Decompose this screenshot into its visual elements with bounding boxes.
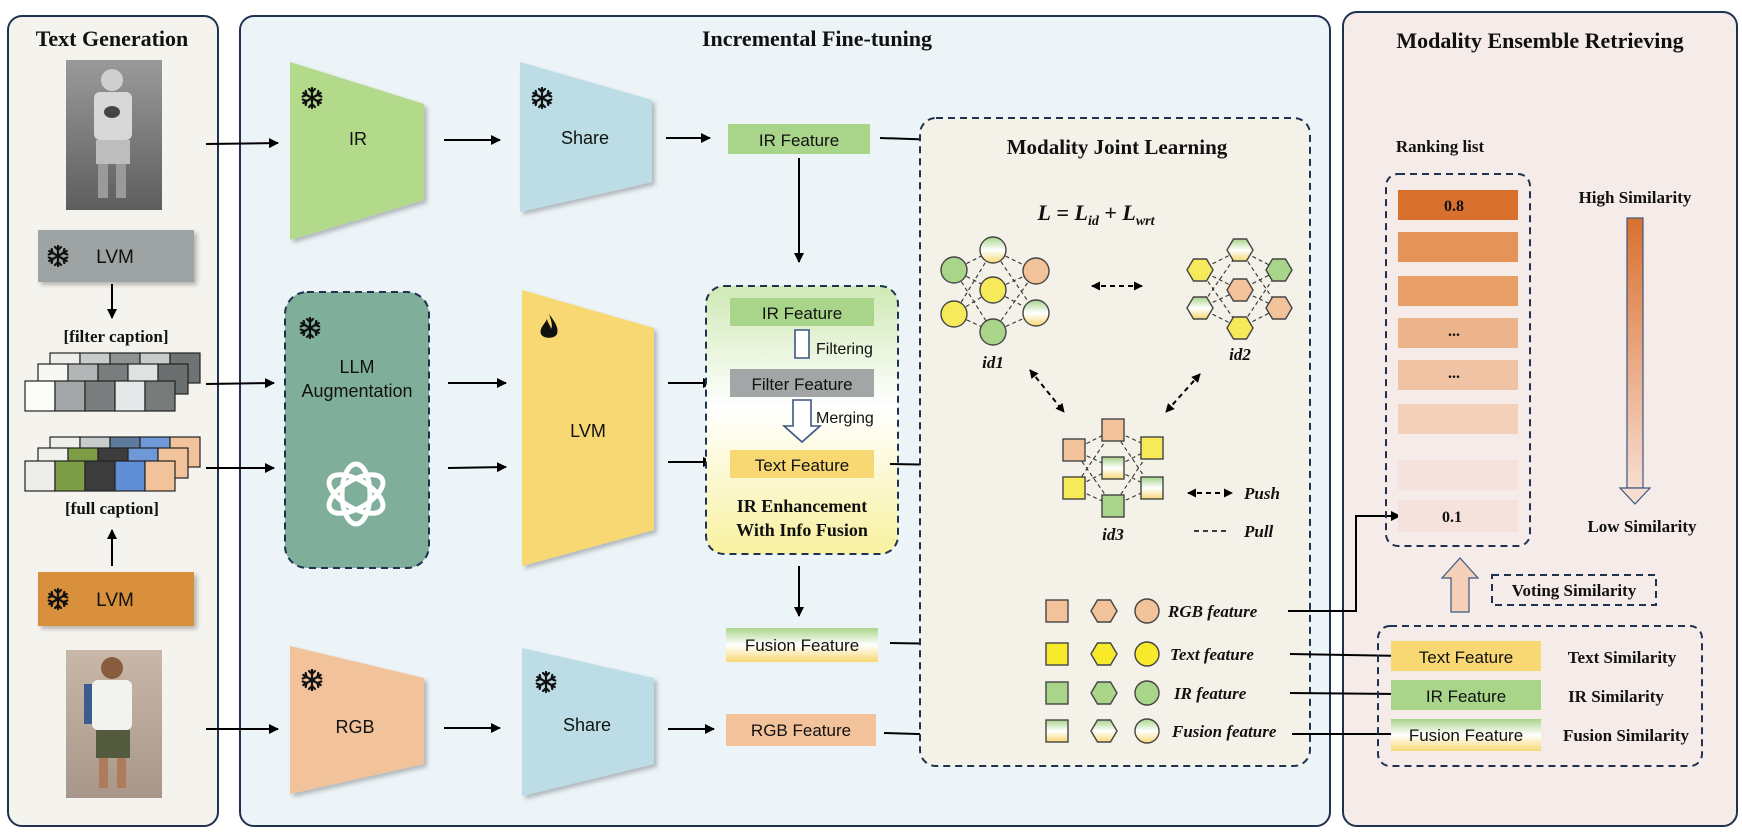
ens-fusion-feature (1391, 719, 1541, 751)
rgb-feature-label: RGB Feature (751, 721, 851, 740)
ranking-list-box (1385, 173, 1531, 547)
ir-similarity-label: IR Similarity (1568, 687, 1664, 706)
ir-person-image (66, 60, 162, 210)
filtering-label: Filtering (816, 341, 873, 358)
ens-text-feature-label: Text Feature (1419, 648, 1514, 667)
arrow-text-similarity (1289, 650, 1409, 661)
arrow-ir-image (205, 138, 279, 149)
id1-network (940, 236, 1050, 346)
rgb-encoder (290, 646, 424, 794)
lvm-encoder (522, 290, 654, 566)
flame-icon (540, 314, 558, 338)
ranking-list-title: Ranking list (1396, 137, 1485, 156)
legend-rgb-row (1045, 598, 1160, 624)
openai-logo-icon (326, 461, 386, 527)
lvm-top-block (38, 230, 194, 282)
arrow-filter-caption (205, 378, 275, 389)
ir-encoder (290, 62, 424, 240)
lvm-top-label: LVM (96, 247, 134, 268)
ens-text-feature (1391, 641, 1541, 671)
ensemble-title: Modality Ensemble Retrieving (1396, 28, 1683, 53)
enh-caption-line1: IR Enhancement (737, 496, 868, 516)
voting-up-arrow (1440, 557, 1480, 613)
id1-label: id1 (982, 353, 1004, 372)
loss-formula: L = Lid + Lwrt (1036, 200, 1155, 229)
joint-learning-box (919, 117, 1311, 767)
id2-network (1186, 238, 1293, 340)
low-similarity-label: Low Similarity (1587, 517, 1697, 536)
enh-caption-line2: With Info Fusion (736, 520, 868, 540)
incremental-title: Incremental Fine-tuning (702, 26, 932, 51)
fusion-similarity-label: Fusion Similarity (1563, 726, 1690, 745)
ir-feature-top-label: IR Feature (759, 131, 839, 150)
ir-feature-top (728, 124, 870, 154)
rank-bottom-value: 0.1 (1442, 509, 1462, 526)
legend-fusion-row (1045, 718, 1160, 744)
text-feature-enh-label: Text Feature (755, 456, 850, 475)
id3-label: id3 (1102, 525, 1124, 544)
fusion-feature-label: Fusion Feature (745, 636, 859, 655)
lvm-bottom-block (38, 572, 194, 626)
share-bottom-encoder (522, 648, 654, 796)
share-top-label: Share (561, 128, 609, 148)
arrow-llm-lvm-2 (447, 462, 507, 473)
filtering-arrow (794, 329, 810, 359)
push-label: Push (1243, 484, 1280, 503)
legend-fusion-label: Fusion feature (1171, 722, 1277, 741)
ir-encoder-label: IR (349, 129, 367, 149)
pull-label: Pull (1243, 522, 1274, 541)
text-feature-enh (730, 450, 874, 478)
ranking-list (1398, 190, 1518, 532)
merging-arrow (781, 399, 823, 444)
joint-learning-title: Modality Joint Learning (1007, 135, 1228, 159)
lvm-encoder-label: LVM (570, 421, 606, 441)
share-top-encoder (520, 62, 652, 212)
similarity-gradient-arrow (1618, 217, 1652, 505)
rgb-person-image (66, 650, 162, 798)
id2-label: id2 (1229, 345, 1251, 364)
full-caption-stack (24, 436, 201, 492)
voting-similarity-box (1491, 574, 1657, 606)
ens-fusion-feature-label: Fusion Feature (1409, 726, 1523, 745)
filter-caption-stack (24, 352, 201, 412)
rgb-feature (726, 714, 876, 746)
llm-augmentation-block (284, 291, 430, 569)
text-similarity-label: Text Similarity (1568, 648, 1677, 667)
legend-rgb-label: RGB feature (1167, 602, 1258, 621)
lvm-bottom-label: LVM (96, 590, 134, 611)
text-generation-title: Text Generation (36, 26, 189, 51)
similarity-box (1377, 625, 1703, 767)
id3-network (1062, 418, 1164, 518)
llm-aug-line2: Augmentation (301, 381, 412, 401)
legend-text-label: Text feature (1170, 645, 1254, 664)
rank-dots-2: ... (1448, 365, 1460, 382)
filter-caption-label: [filter caption] (64, 327, 169, 346)
legend-ir-row (1045, 680, 1160, 706)
full-caption-label: [full caption] (65, 499, 159, 518)
rank-top-value: 0.8 (1444, 198, 1464, 215)
arrow-rgb-ranking (1288, 511, 1401, 612)
fusion-feature (726, 628, 878, 662)
llm-aug-line1: LLM (339, 357, 374, 377)
rgb-encoder-label: RGB (335, 717, 374, 737)
filter-feature-label: Filter Feature (751, 375, 852, 394)
enh-ir-feature-label: IR Feature (762, 304, 842, 323)
push-arrow-id1-id3 (1029, 369, 1065, 413)
filter-feature (730, 369, 874, 397)
legend-ir-label: IR feature (1173, 684, 1247, 703)
ens-ir-feature-label: IR Feature (1426, 687, 1506, 706)
share-bottom-label: Share (563, 715, 611, 735)
enh-ir-feature (730, 298, 874, 326)
high-similarity-label: High Similarity (1579, 188, 1692, 207)
rank-dots-1: ... (1448, 323, 1460, 340)
legend-text-row (1045, 641, 1160, 667)
ens-ir-feature (1391, 680, 1541, 710)
voting-similarity-label: Voting Similarity (1512, 581, 1637, 600)
arrow-ir-similarity (1289, 688, 1403, 699)
merging-label: Merging (816, 410, 874, 427)
